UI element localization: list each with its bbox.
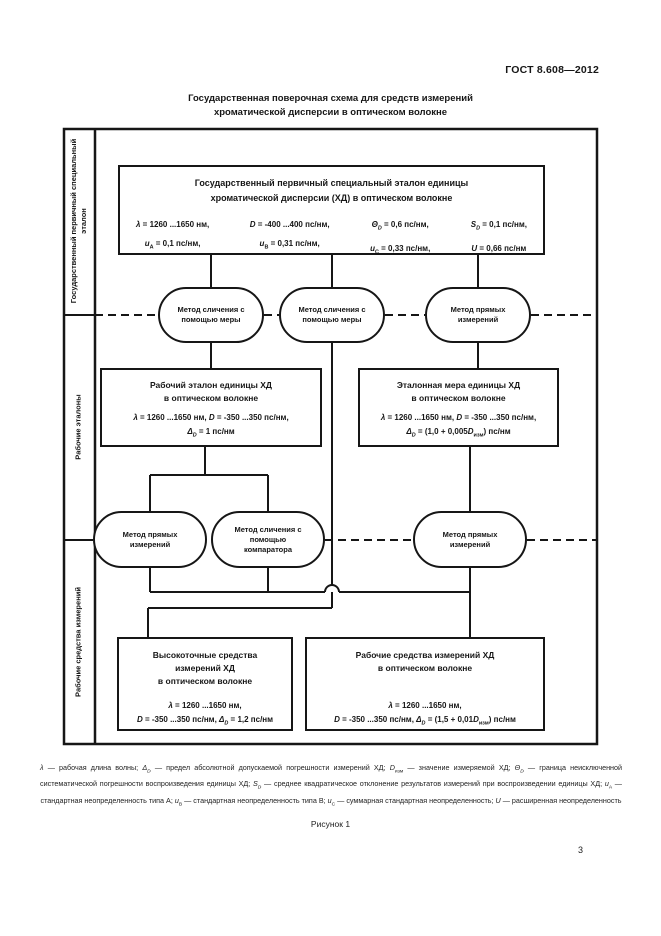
method-node-comparison-measure-2: Метод сличения с помощью меры [279,287,385,343]
param-U: U = 0,66 пс/нм [471,243,527,253]
param-theta: ΘD = 0,6 пс/нм, [371,220,429,232]
primary-standard-params: λ = 1260 ...1650 нм, uA = 0,1 пс/нм, D =… [120,215,543,262]
scheme-frame [62,127,599,746]
high-precision-instruments-box: Высокоточные средства измерений ХД в опт… [117,637,293,731]
primary-standard-box: Государственный первичный специальный эт… [118,165,545,255]
figure-footnote: λ — рабочая длина волны; ΔD — предел абс… [40,763,623,808]
method-node-comparator: Метод сличения с помощью компаратора [211,511,325,568]
param-S: SD = 0,1 пс/нм, [470,220,527,232]
working-instruments-box: Рабочие средства измерений ХД в оптическ… [305,637,545,731]
sidebar-section-primary-standard: Государственный первичный специальный эт… [69,138,88,304]
page-title-line2: хроматической дисперсии в оптическом вол… [213,107,448,118]
working-standard-box: Рабочий эталон единицы ХД в оптическом в… [100,368,322,447]
dashed-connectors [95,314,597,541]
sidebar-section-working-instruments: Рабочие средства измерений [73,587,83,697]
param-uA: uA = 0,1 пс/нм, [144,239,201,251]
figure-caption: Рисунок 1 [310,819,351,829]
param-uB: uB = 0,31 пс/нм, [259,239,320,251]
param-D: D = -400 ...400 пс/нм, [249,220,330,229]
method-node-direct-2: Метод прямых измерений [93,511,207,568]
primary-standard-title: Государственный первичный специальный эт… [194,178,469,203]
method-node-comparison-measure-1: Метод сличения с помощью меры [158,287,264,343]
sidebar-section-working-standards: Рабочие эталоны [73,394,83,460]
param-uC: uC = 0,33 пс/нм, [370,243,431,256]
method-node-direct-3: Метод прямых измерений [413,511,527,568]
reference-measure-box: Эталонная мера единицы ХД в оптическом в… [358,368,559,447]
page-number: 3 [577,845,583,855]
param-lambda: λ = 1260 ...1650 нм, [136,220,210,229]
page-title-line1: Государственная поверочная схема для сре… [188,93,473,104]
method-node-direct-1: Метод прямых измерений [425,287,531,343]
solid-connectors [63,255,479,637]
line-jump-symbol [324,584,340,593]
standard-number: ГОСТ 8.608—2012 [505,64,599,76]
page-title: Государственная поверочная схема для сре… [63,92,598,120]
